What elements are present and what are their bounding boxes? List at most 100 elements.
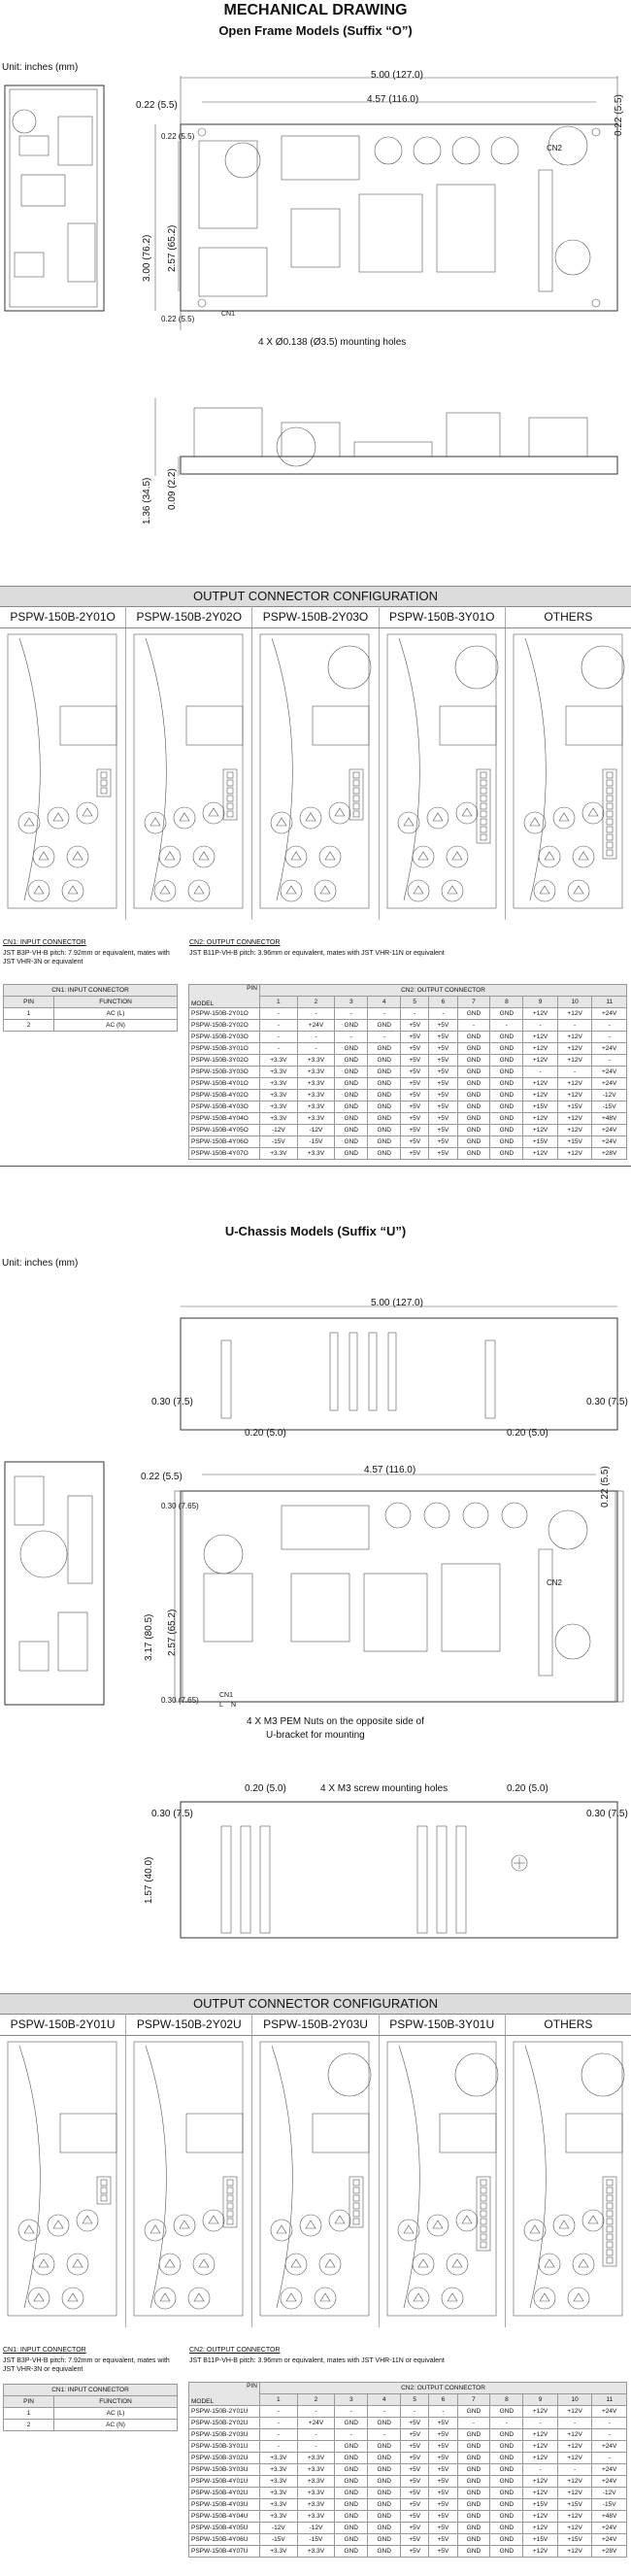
table-cell: GND <box>456 2440 491 2453</box>
pin-label: PIN <box>247 2383 257 2390</box>
pin-header: 10 <box>556 2393 593 2406</box>
table-cell: PSPW-150B-4Y02U <box>188 2487 260 2499</box>
config-head: OTHERS <box>544 2017 593 2031</box>
table-cell: GND <box>456 2545 491 2558</box>
u-chassis-subtitle: U-Chassis Models (Suffix “U”) <box>224 1224 407 1238</box>
table-cell: GND <box>334 2522 369 2534</box>
table-cell: GND <box>489 2522 524 2534</box>
table-cell: - <box>556 2417 593 2429</box>
table-cell: GND <box>489 2463 524 2476</box>
pin-header: 4 <box>367 2393 402 2406</box>
table-cell: - <box>522 2417 558 2429</box>
table-cell: +12V <box>522 2428 558 2441</box>
u-dim-b-right: 0.30 (7.5) <box>586 1809 628 1819</box>
table-cell: GND <box>367 2533 402 2546</box>
table-cell: PSPW-150B-2Y01U <box>188 2405 260 2418</box>
config-head: OTHERS <box>544 610 593 624</box>
table-cell: +3.3V <box>259 2463 298 2476</box>
table-cell: GND <box>456 2428 491 2441</box>
table-cell: +24V <box>591 2405 627 2418</box>
table-cell: - <box>591 2417 627 2429</box>
pin-header: 5 <box>400 2393 430 2406</box>
table-cell: +15V <box>522 2498 558 2511</box>
connector-panel <box>506 628 631 920</box>
table-cell: GND <box>489 1054 524 1067</box>
connector-panel <box>380 628 506 920</box>
table-cell: - <box>259 2440 298 2453</box>
table-cell: +5V <box>428 2510 458 2523</box>
table-cell: GND <box>367 2452 402 2464</box>
table-cell: +5V <box>400 2452 430 2464</box>
table-cell: - <box>296 2405 336 2418</box>
table-cell: +12V <box>522 2510 558 2523</box>
table-cell: GND <box>456 2510 491 2523</box>
table-cell: +3.3V <box>296 2510 336 2523</box>
table-cell: +5V <box>400 2463 430 2476</box>
table-cell: GND <box>334 2545 369 2558</box>
cn1-label: CN1 <box>221 311 236 318</box>
pin-header: 7 <box>456 2393 491 2406</box>
u-chassis-unit: Unit: inches (mm) <box>2 1258 79 1269</box>
table-cell: +12V <box>522 2475 558 2488</box>
table-cell: +5V <box>428 2475 458 2488</box>
table-cell: +15V <box>556 2533 593 2546</box>
table-cell: +12V <box>522 2487 558 2499</box>
u-dim-b-inner-left: 0.20 (5.0) <box>245 1783 286 1794</box>
table-title: CN2: OUTPUT CONNECTOR <box>259 984 627 997</box>
table-cell: +24V <box>591 2463 627 2476</box>
section-divider <box>0 1166 631 1167</box>
table-cell: +12V <box>556 2428 593 2441</box>
table-cell: GND <box>489 2452 524 2464</box>
table-cell: GND <box>367 2487 402 2499</box>
u-dim-left-top2: 0.30 (7.65) <box>161 1502 199 1510</box>
table-cell: PSPW-150B-4Y06U <box>188 2533 260 2546</box>
pin-header: 4 <box>367 996 402 1008</box>
table-cell: +28V <box>591 2545 627 2558</box>
table-cell: PSPW-150B-3Y03U <box>188 2463 260 2476</box>
connector-panel <box>252 2036 380 2327</box>
table-cell: GND <box>367 2463 402 2476</box>
dim-width-total: 5.00 (127.0) <box>371 70 423 81</box>
table-cell: +3.3V <box>259 2475 298 2488</box>
table-cell: +24V <box>591 2533 627 2546</box>
u-dim-width2: 4.57 (116.0) <box>364 1465 416 1475</box>
table-cell: +5V <box>428 2522 458 2534</box>
table-cell: PSPW-150B-4Y01U <box>188 2475 260 2488</box>
table-cell: GND <box>456 2533 491 2546</box>
table-cell: +28V <box>591 1147 627 1160</box>
table-cell: +5V <box>428 2533 458 2546</box>
table-cell: +3.3V <box>259 2510 298 2523</box>
pin-header: 5 <box>400 996 430 1008</box>
u-cn1-label: CN1 <box>219 1692 234 1699</box>
table-cell: -15V <box>259 2533 298 2546</box>
u-dim-right-bracket: 0.30 (7.5) <box>586 1397 628 1407</box>
config-head: PSPW-150B-2Y03O <box>252 606 380 627</box>
config-head: PSPW-150B-2Y02U <box>126 2014 253 2035</box>
pin-header: 1 <box>259 996 298 1008</box>
pin-header: 11 <box>591 2393 627 2406</box>
table-cell: GND <box>334 2487 369 2499</box>
table-cell: -15V <box>591 2498 627 2511</box>
table-cell: PSPW-150B-3Y02U <box>188 2452 260 2464</box>
table-cell: +5V <box>428 2428 458 2441</box>
pin-header: 6 <box>428 2393 458 2406</box>
table-cell: +24V <box>591 2440 627 2453</box>
cn2-heading: CN2: OUTPUT CONNECTOR <box>189 939 281 946</box>
table-cell: AC (N) <box>53 2419 178 2431</box>
table-cell: GND <box>489 2440 524 2453</box>
table-cell: +5V <box>428 2440 458 2453</box>
cn1-heading: CN1: INPUT CONNECTOR <box>3 939 86 946</box>
table-cell: +5V <box>428 2498 458 2511</box>
table-cell: GND <box>489 2428 524 2441</box>
table-cell: +3.3V <box>296 2463 336 2476</box>
u-dim-left-bracket: 0.30 (7.5) <box>151 1397 193 1407</box>
